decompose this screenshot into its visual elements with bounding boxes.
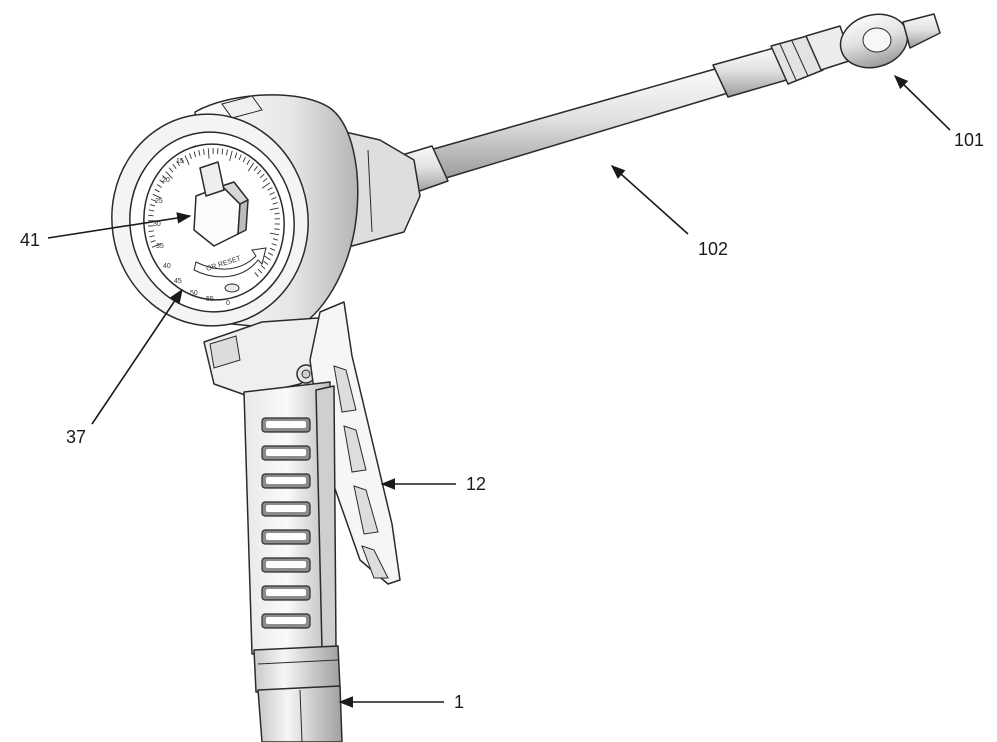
grip-slot-highlight xyxy=(266,589,306,596)
leader-37 xyxy=(91,288,183,425)
dial-tick xyxy=(261,182,271,189)
dial-tick xyxy=(267,252,274,256)
dial-tick xyxy=(271,197,277,200)
reset-knob xyxy=(193,161,249,247)
dial-tick xyxy=(149,204,156,207)
dial-tick xyxy=(198,149,201,156)
dial-scale xyxy=(148,148,280,278)
dial-tick xyxy=(168,167,174,173)
dial-number: 45 xyxy=(174,278,182,285)
dial-tick xyxy=(259,173,265,179)
dial-tick xyxy=(269,247,276,251)
dial-tick xyxy=(172,163,177,170)
dial-tick xyxy=(193,151,197,158)
dial-tick xyxy=(176,160,181,167)
dial-number: 15 xyxy=(176,158,184,165)
dial-tick xyxy=(180,157,184,164)
callout-102: 102 xyxy=(698,239,728,259)
callout-leaders xyxy=(47,74,951,708)
dial-tick xyxy=(148,209,155,212)
grip-slot-highlight xyxy=(266,421,306,428)
dial-tick xyxy=(207,148,210,159)
dial-numbers: 15 20 25 30 35 40 45 50 55 0 xyxy=(153,158,230,307)
dial-number: 30 xyxy=(153,221,161,228)
dial-tick xyxy=(247,162,255,172)
grip-slot-highlight xyxy=(266,505,306,512)
dial-tick xyxy=(269,207,279,211)
dial-tick xyxy=(151,243,161,248)
handle-grip xyxy=(243,381,337,655)
dial-tick xyxy=(256,169,262,175)
meter-dial: 15 20 25 30 35 40 45 50 55 0 OR RESET xyxy=(111,113,309,327)
grip-slots xyxy=(261,417,311,629)
grip-slot-highlight xyxy=(266,477,306,484)
dial-tick xyxy=(274,228,280,230)
dial-tick xyxy=(148,230,154,232)
dial-tick xyxy=(257,268,263,274)
dial-tick xyxy=(148,214,154,217)
leader-101 xyxy=(893,74,951,131)
dial-tick xyxy=(274,212,280,215)
dial-tick xyxy=(152,193,162,199)
dial-tick xyxy=(272,202,278,205)
dial-tick xyxy=(162,175,167,180)
dial-tick xyxy=(156,184,162,188)
dial-tick xyxy=(238,154,242,161)
dial-tick xyxy=(242,156,246,163)
dial-number: 40 xyxy=(163,263,171,270)
leader-102 xyxy=(610,165,689,235)
grip-slot-highlight xyxy=(266,449,306,456)
callout-12: 12 xyxy=(466,474,486,494)
callout-1: 1 xyxy=(454,692,464,712)
extension-tube xyxy=(401,47,791,194)
dial-tick xyxy=(271,243,277,246)
callout-41: 41 xyxy=(20,230,40,250)
dial-tick xyxy=(225,149,228,156)
dial-tick xyxy=(151,198,157,202)
dial-tick xyxy=(189,153,192,159)
dial-tick xyxy=(253,166,258,172)
grip-slot-highlight xyxy=(266,533,306,540)
dial-number: 20 xyxy=(162,177,170,184)
dial-number: 25 xyxy=(155,198,163,205)
dial-tick xyxy=(254,272,259,278)
dial-number: 50 xyxy=(190,290,198,297)
callout-101: 101 xyxy=(954,130,984,150)
dial-tick xyxy=(154,188,160,193)
dial-number: 0 xyxy=(226,300,230,307)
dial-tick xyxy=(165,171,173,179)
dial-tick xyxy=(246,159,251,165)
dial-tick xyxy=(150,240,156,243)
dial-tick xyxy=(149,235,155,238)
dial-tick xyxy=(203,148,205,155)
dial-tick xyxy=(234,152,238,159)
trigger-lever xyxy=(309,301,401,585)
dial-tick xyxy=(260,264,266,270)
dial-tick xyxy=(267,187,273,191)
hose-fitting xyxy=(253,645,343,742)
callout-37: 37 xyxy=(66,427,86,447)
callout-labels: 101 102 41 37 12 1 xyxy=(20,130,984,712)
dial-tick xyxy=(272,238,279,241)
grip-slot-highlight xyxy=(266,561,306,568)
dial-tick xyxy=(269,191,275,196)
nozzle-swivel xyxy=(770,13,941,85)
dial-number: 55 xyxy=(206,296,214,303)
dial-tick xyxy=(262,177,268,183)
dial-tick xyxy=(184,155,190,165)
dial-tick xyxy=(159,179,165,184)
dial-tick xyxy=(263,260,269,266)
dial-tick xyxy=(229,150,233,161)
grip-slot-highlight xyxy=(266,617,306,624)
dial-tick xyxy=(221,148,224,155)
dial-number: 35 xyxy=(156,243,164,250)
dial-tick xyxy=(269,232,280,236)
leader-41 xyxy=(47,212,192,239)
